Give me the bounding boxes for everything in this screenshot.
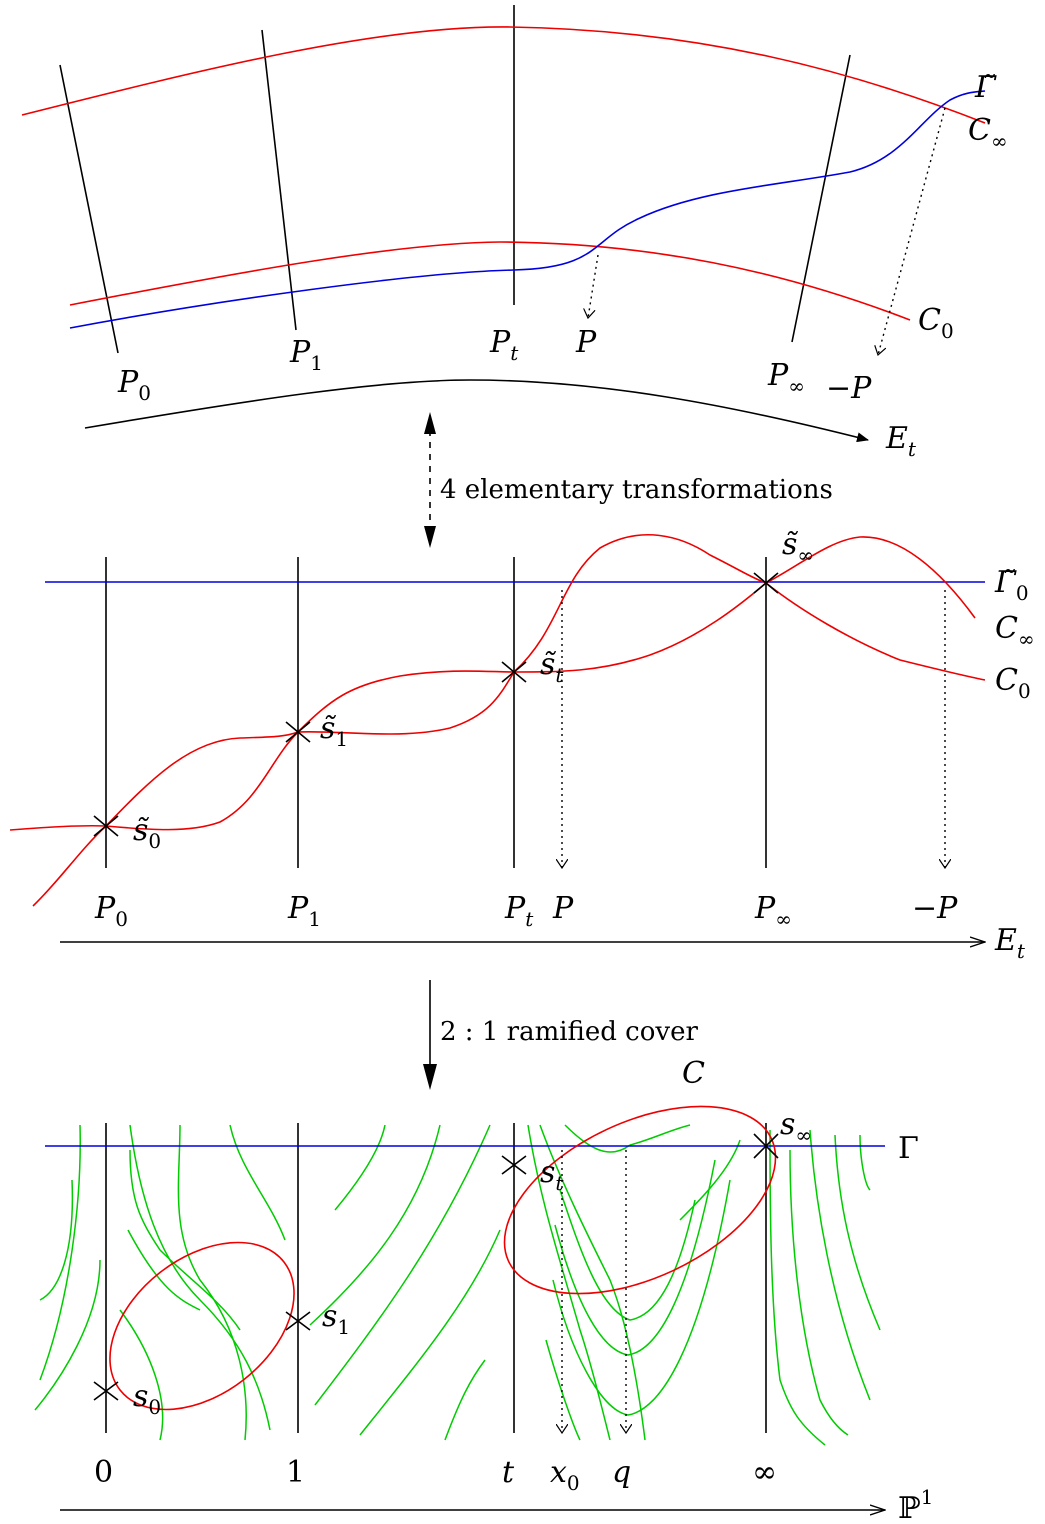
mid-label-minus-p: −P xyxy=(912,891,958,926)
top-projection-p xyxy=(588,254,599,318)
top-projection-minus-p xyxy=(878,107,946,355)
bottom-tick-0: 0 xyxy=(94,1455,113,1490)
mid-label-et: Et xyxy=(994,923,1026,963)
top-label-pinf: P∞ xyxy=(767,358,805,398)
bottom-label-p1: ℙ1 xyxy=(898,1485,933,1524)
top-fiber-p1 xyxy=(261,29,297,331)
top-label-minus-p: −P xyxy=(826,371,872,406)
bottom-marker-s1 xyxy=(285,1311,311,1331)
bottom-tick-inf: ∞ xyxy=(752,1455,777,1490)
mid-label-p1: P1 xyxy=(287,891,321,931)
bottom-marker-st xyxy=(501,1155,527,1175)
mid-label-st: s̃t xyxy=(540,647,564,687)
top-label-p0: P0 xyxy=(117,365,151,405)
top-curve-c-inf xyxy=(21,26,986,124)
bottom-label-st: st xyxy=(540,1155,564,1195)
bottom-curve-c-large xyxy=(503,1105,777,1295)
mid-label-sinf: s̃∞ xyxy=(782,527,814,567)
mid-label-s0: s̃0 xyxy=(133,813,161,853)
mid-marker-s0 xyxy=(93,815,119,837)
mid-label-pt: Pt xyxy=(504,891,534,931)
top-panel: Γ̃ C∞ C0 P0 P1 Pt P P∞ −P Et xyxy=(21,5,1008,461)
top-label-pt: Pt xyxy=(489,325,519,365)
mid-label-p: P xyxy=(552,891,574,926)
top-label-c-zero: C0 xyxy=(918,303,954,343)
bottom-panel: C Γ s∞ st s1 s0 0 1 t x0 q ∞ ℙ1 xyxy=(34,1056,933,1524)
mid-label-p0: P0 xyxy=(94,891,128,931)
bottom-tick-1: 1 xyxy=(286,1455,305,1490)
top-fiber-pinf xyxy=(791,54,851,343)
top-label-p1: P1 xyxy=(289,335,323,375)
mid-marker-sinf xyxy=(753,572,779,594)
mid-marker-s1 xyxy=(285,721,311,743)
middle-panel: Γ̃0 C∞ C0 s̃0 s̃1 s̃t s̃∞ P0 P1 Pt P P∞ … xyxy=(9,527,1035,963)
top-label-p: P xyxy=(575,325,597,360)
arrow-1-label: 4 elementary transformations xyxy=(440,475,833,505)
mid-marker-st xyxy=(501,661,527,683)
mid-label-c-zero: C0 xyxy=(995,663,1031,703)
bottom-tick-x0: x0 xyxy=(550,1455,580,1495)
top-base-curve-et xyxy=(84,379,869,443)
mid-label-s1: s̃1 xyxy=(320,711,348,751)
bottom-marker-s0 xyxy=(93,1381,119,1401)
bottom-marker-sinf xyxy=(753,1133,779,1159)
mid-curve-c-inf xyxy=(32,533,976,907)
top-fiber-p0 xyxy=(59,64,119,354)
bottom-tick-q: q xyxy=(612,1455,631,1490)
mid-label-pinf: P∞ xyxy=(754,891,792,931)
mid-curve-c-zero xyxy=(9,581,986,831)
arrow-ramified-cover: 2 : 1 ramified cover xyxy=(423,980,698,1090)
bottom-label-sinf: s∞ xyxy=(780,1107,812,1147)
bottom-label-gamma: Γ xyxy=(898,1131,919,1166)
bottom-label-c: C xyxy=(682,1056,705,1091)
arrow-elementary-transformations: 4 elementary transformations xyxy=(424,412,833,548)
top-curve-gamma-tilde xyxy=(69,90,986,329)
bottom-foliation xyxy=(34,1124,881,1446)
mid-label-c-inf: C∞ xyxy=(995,611,1035,651)
bottom-label-s1: s1 xyxy=(322,1299,350,1339)
bottom-curve-c-small xyxy=(109,1241,295,1411)
bottom-tick-t: t xyxy=(502,1455,515,1490)
bottom-label-s0: s0 xyxy=(133,1379,161,1419)
arrow-2-label: 2 : 1 ramified cover xyxy=(440,1017,698,1047)
top-label-c-inf: C∞ xyxy=(968,113,1008,153)
top-label-et: Et xyxy=(885,421,917,461)
top-label-gamma-tilde: Γ̃ xyxy=(974,70,997,105)
mid-label-gamma-tilde0: Γ̃0 xyxy=(994,565,1029,605)
top-curve-c-zero xyxy=(69,241,911,321)
